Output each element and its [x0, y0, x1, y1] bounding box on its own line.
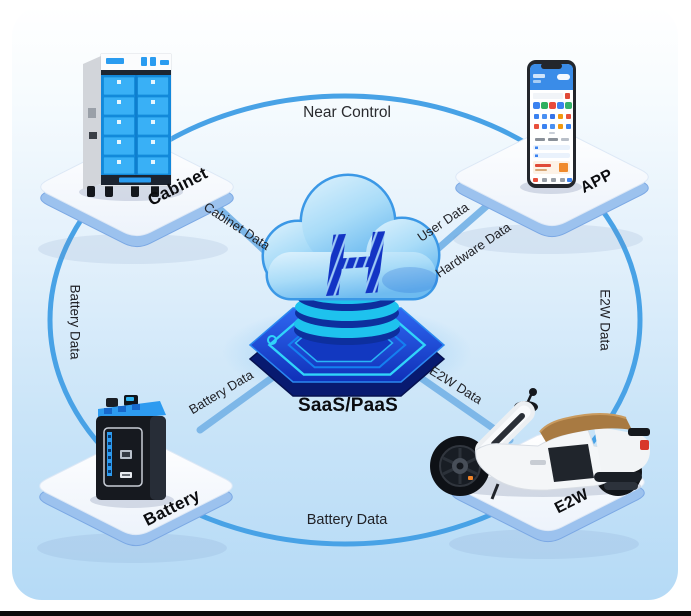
- saas-paas-platform: H: [222, 173, 472, 398]
- arc-label-battery-data-bottom: Battery Data: [306, 512, 388, 528]
- arc-label-battery-data-left: Battery Data: [67, 284, 83, 360]
- screenshot-bottom-edge: [0, 611, 691, 616]
- battery-illustration: [90, 395, 174, 508]
- center-platform-label: SaaS/PaaS: [297, 395, 399, 416]
- h-monogram: H: [319, 212, 392, 315]
- ecosystem-ring: [47, 93, 643, 547]
- platform-app: [453, 127, 649, 254]
- cabinet-illustration: [79, 53, 183, 201]
- arc-label-near-control: Near Control: [303, 104, 391, 121]
- arc-label-e2w-data-right: E2W Data: [597, 289, 613, 351]
- cloud-h-logo-icon: H: [261, 173, 441, 315]
- scooter-illustration: [430, 388, 650, 500]
- smartphone-illustration: [520, 60, 582, 194]
